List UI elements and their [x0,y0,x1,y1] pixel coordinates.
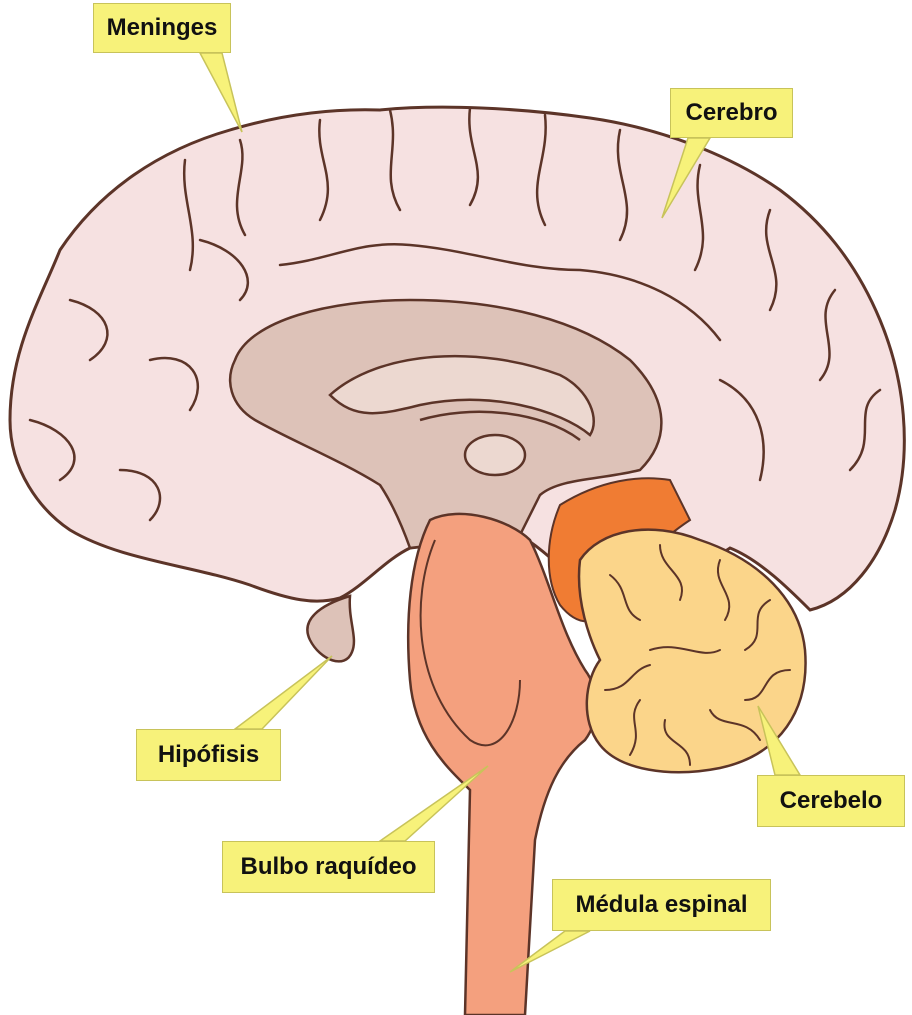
label-bulbo-raquideo: Bulbo raquídeo [222,841,435,893]
fornix [419,410,581,442]
leader-medula [509,930,591,973]
cerebellum-folia [604,544,791,766]
lateral-ventricle [328,354,595,437]
thalamus [463,433,527,477]
pons-outline [419,539,521,747]
cerebrum-folds [28,106,882,522]
label-hipofisis: Hipófisis [136,729,281,781]
leader-lines [198,52,802,973]
label-medula-espinal: Médula espinal [552,879,771,931]
leader-hipofisis [232,655,333,730]
leader-meninges [198,52,243,133]
leader-cerebro [661,137,712,219]
brainstem [406,512,598,1015]
inner-brain-region [228,298,663,550]
label-meninges: Meninges [93,3,231,53]
label-cerebro: Cerebro [670,88,793,138]
label-cerebelo: Cerebelo [757,775,905,827]
pituitary-gland [306,594,356,663]
